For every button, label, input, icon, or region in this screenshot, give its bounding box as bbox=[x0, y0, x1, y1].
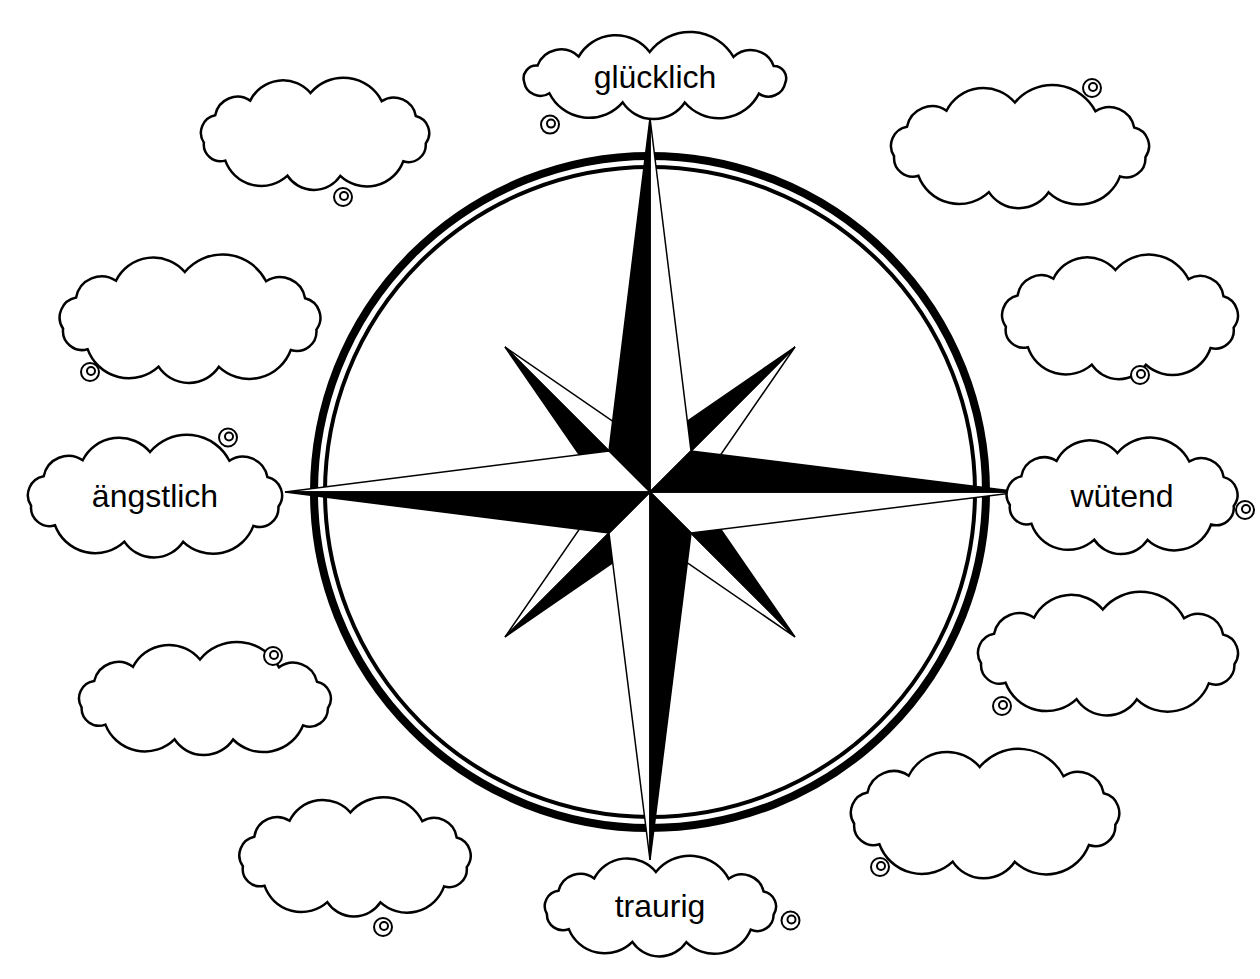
compass-star bbox=[285, 118, 1020, 860]
cloud-curl bbox=[993, 697, 1011, 715]
emotion-cloud: glücklich bbox=[505, 35, 805, 120]
star-half-white bbox=[609, 492, 650, 860]
cloud-curl bbox=[1236, 501, 1254, 519]
empty-cloud bbox=[891, 85, 1149, 208]
emotion-label: wütend bbox=[1070, 479, 1173, 514]
empty-cloud bbox=[1002, 255, 1238, 380]
empty-cloud bbox=[239, 797, 470, 916]
emotion-label: glücklich bbox=[594, 60, 717, 95]
cloud-curl bbox=[781, 911, 799, 929]
emotion-label: traurig bbox=[615, 889, 706, 924]
empty-cloud bbox=[201, 78, 429, 190]
cloud-shape bbox=[524, 32, 787, 119]
empty-cloud bbox=[60, 254, 321, 382]
cloud-shape bbox=[28, 434, 282, 557]
cloud-shape bbox=[1007, 438, 1238, 554]
cloud-curl bbox=[1083, 79, 1101, 97]
cloud-curl bbox=[541, 116, 559, 134]
cloud-curl bbox=[1131, 366, 1149, 384]
empty-cloud bbox=[851, 749, 1119, 879]
cloud-curl bbox=[81, 363, 99, 381]
star-half-black bbox=[650, 492, 691, 860]
emotion-cloud: traurig bbox=[528, 855, 793, 960]
star-half-black bbox=[609, 118, 650, 492]
cloud-curl bbox=[264, 647, 282, 665]
empty-cloud bbox=[79, 642, 331, 755]
cloud-curl bbox=[374, 918, 392, 936]
star-half-white bbox=[650, 118, 691, 492]
empty-cloud bbox=[978, 592, 1238, 716]
star-half-white bbox=[285, 451, 650, 492]
emotion-cloud: wütend bbox=[991, 436, 1253, 558]
cloud-curl bbox=[871, 858, 889, 876]
star-half-black bbox=[650, 451, 1020, 492]
emotion-cloud: ängstlich bbox=[12, 435, 298, 560]
cloud-curl bbox=[219, 428, 237, 446]
star-half-black bbox=[285, 492, 650, 533]
emotion-label: ängstlich bbox=[92, 479, 218, 514]
cloud-curl bbox=[334, 188, 352, 206]
cloud-shape bbox=[544, 855, 775, 956]
star-half-white bbox=[650, 492, 1020, 533]
